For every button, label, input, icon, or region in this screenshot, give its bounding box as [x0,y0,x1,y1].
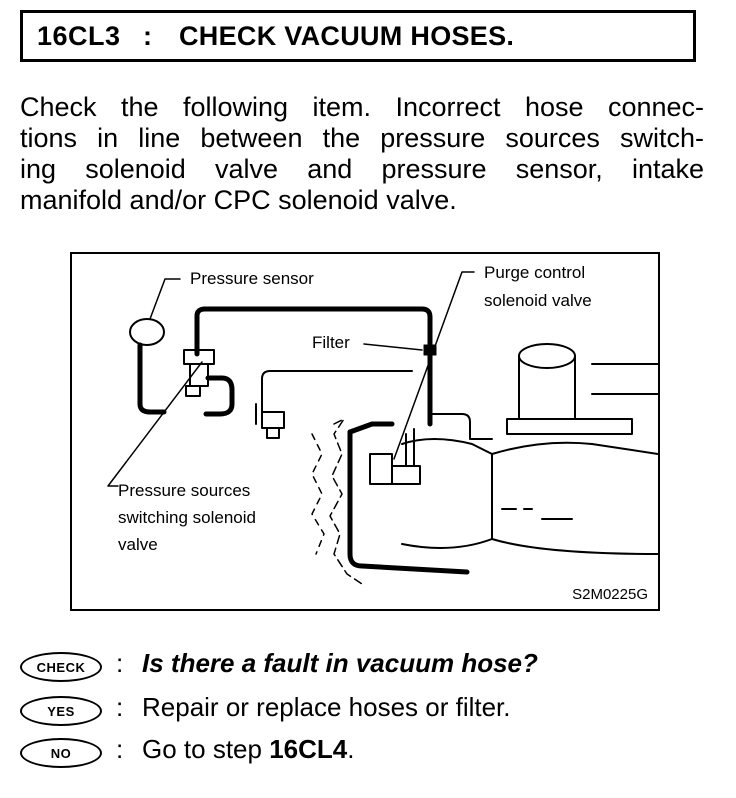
label-psv-line3: valve [118,535,158,554]
intro-line: tions in line between the pressure sourc… [20,123,704,153]
step-number: 16CL3 [37,21,121,51]
no-colon: : [116,734,124,764]
step-header: 16CL3 : CHECK VACUUM HOSES. [20,10,696,62]
yes-action: Repair or replace hoses or filter. [142,692,511,722]
label-psv-line2: switching solenoid [118,508,256,527]
next-step-reference: 16CL4 [269,734,348,764]
check-badge: CHECK [20,652,102,682]
intro-line: manifold and/or CPC solenoid valve. [20,185,457,215]
step-separator: : [143,21,152,51]
step-title: CHECK VACUUM HOSES. [179,21,515,51]
no-badge: NO [20,738,102,768]
pressure-sensor-shape [129,318,165,346]
no-action: Go to step 16CL4. [142,734,354,765]
no-action-prefix: Go to step [142,734,270,764]
figure-code: S2M0225G [572,586,648,603]
label-purge-control-line2: solenoid valve [484,291,592,310]
hose-diagram: Pressure sensor Purge control solenoid v… [70,252,660,611]
intro-line: Check the following item. Incorrect hose… [20,92,704,122]
yes-badge: YES [20,696,102,726]
yes-colon: : [116,692,124,722]
check-question: Is there a fault in vacuum hose? [142,648,538,678]
intro-line: ing solenoid valve and pressure sensor, … [20,154,704,184]
intro-paragraph: Check the following item. Incorrect hose… [20,92,704,216]
label-filter: Filter [312,333,350,352]
hose-diagram-drawing [107,271,658,585]
no-action-suffix: . [347,734,355,764]
label-purge-control-line1: Purge control [484,263,586,282]
label-pressure-sensor: Pressure sensor [190,269,314,288]
label-psv-line1: Pressure sources [118,481,251,500]
check-colon: : [116,648,124,678]
